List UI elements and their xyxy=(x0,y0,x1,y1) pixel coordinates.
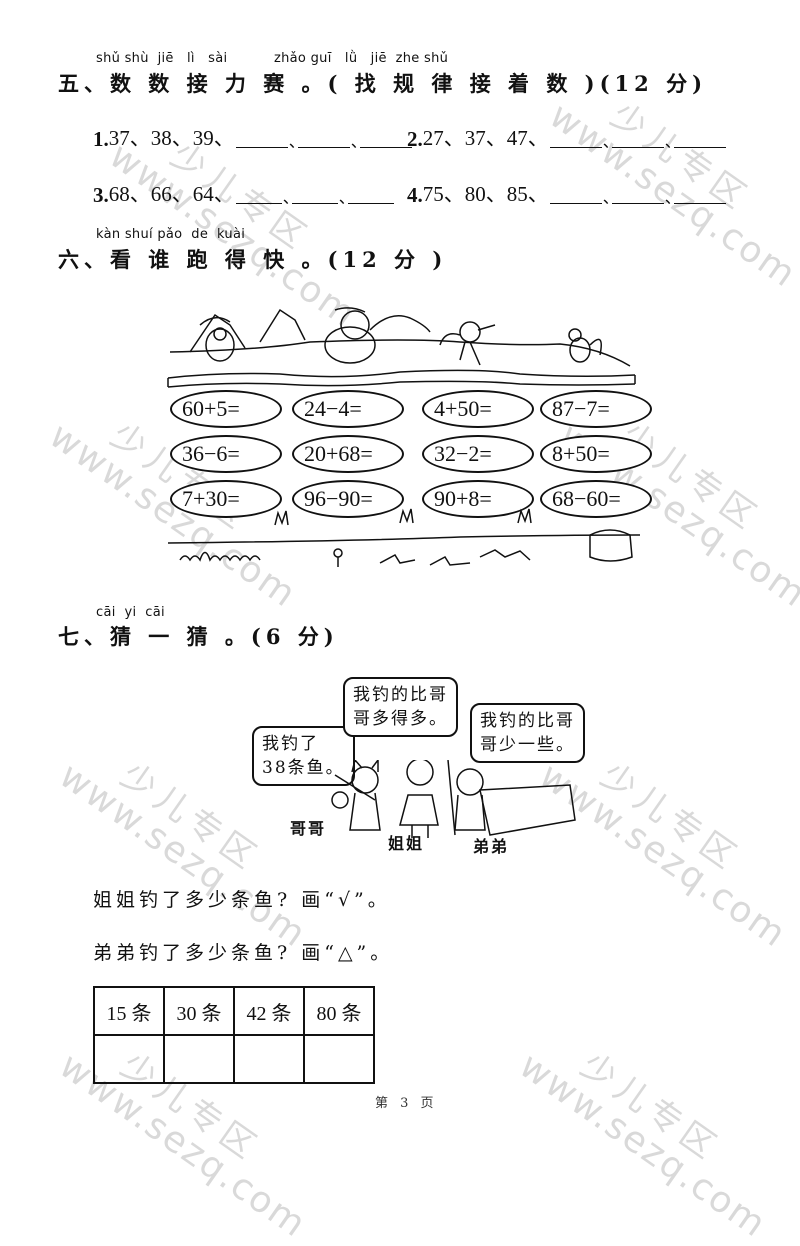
answer-cell[interactable] xyxy=(163,1034,235,1084)
equation-oval[interactable]: 8+50= xyxy=(540,435,652,473)
section7-heading: 七、猜 一 猜 。(6 分) xyxy=(58,624,339,649)
option-cell: 30 条 xyxy=(163,986,235,1036)
equation-oval[interactable]: 60+5= xyxy=(170,390,282,428)
question-jiejie: 姐姐钓了多少条鱼? 画“√”。 xyxy=(93,889,391,911)
section6-pinyin: kàn shuí pǎo de kuài xyxy=(96,227,246,242)
equation-oval[interactable]: 20+68= xyxy=(292,435,404,473)
answer-cell[interactable] xyxy=(233,1034,305,1084)
answer-cell[interactable] xyxy=(303,1034,375,1084)
section7-pinyin: cāi yi cāi xyxy=(96,605,165,620)
equation-oval[interactable]: 90+8= xyxy=(422,480,534,518)
answer-blank[interactable] xyxy=(297,146,350,148)
section5-heading: 五、数 数 接 力 赛 。( 找 规 律 接 着 数 )(12 分) xyxy=(58,71,708,96)
table-row-options: 15 条 30 条 42 条 80 条 xyxy=(93,986,375,1036)
sequence-problem-2: 2.27、37、47、 、 、 xyxy=(407,122,727,152)
answer-blank[interactable] xyxy=(611,202,664,204)
section6-heading: 六、看 谁 跑 得 快 。(12 分 ) xyxy=(58,247,448,272)
answer-table: 15 条 30 条 42 条 80 条 xyxy=(93,986,375,1084)
answer-blank[interactable] xyxy=(549,202,602,204)
sequence-problem-3: 3.68、66、64、 、 、 xyxy=(93,178,395,208)
answer-blank[interactable] xyxy=(235,202,282,204)
option-cell: 15 条 xyxy=(93,986,165,1036)
label-jiejie: 姐姐 xyxy=(388,834,425,853)
equation-oval[interactable]: 96−90= xyxy=(292,480,404,518)
answer-blank[interactable] xyxy=(235,146,288,148)
label-didi: 弟弟 xyxy=(473,837,510,856)
answer-blank[interactable] xyxy=(611,146,664,148)
label-gege: 哥哥 xyxy=(290,819,327,838)
equation-oval[interactable]: 7+30= xyxy=(170,480,282,518)
speech-bubble-jiejie: 我钓的比哥 哥多得多。 xyxy=(343,677,458,737)
equation-oval[interactable]: 4+50= xyxy=(422,390,534,428)
section5-pinyin-left: shǔ shù jiē lì sài xyxy=(96,51,228,66)
sequence-problem-4: 4.75、80、85、 、 、 xyxy=(407,178,727,208)
answer-blank[interactable] xyxy=(359,146,412,148)
fishing-cats-illustration xyxy=(331,760,576,838)
equation-oval[interactable]: 36−6= xyxy=(170,435,282,473)
answer-cell[interactable] xyxy=(93,1034,165,1084)
section5-pinyin-right: zhǎo guī lǜ jiē zhe shǔ xyxy=(274,51,449,66)
page-number: 第 3 页 xyxy=(375,1096,438,1111)
grass-ground-illustration xyxy=(167,508,641,567)
sequence-problem-1: 1.37、38、39、 、 、 xyxy=(93,122,413,152)
question-didi: 弟弟钓了多少条鱼? 画“△”。 xyxy=(93,942,394,964)
option-cell: 42 条 xyxy=(233,986,305,1036)
answer-blank[interactable] xyxy=(673,146,726,148)
answer-blank[interactable] xyxy=(347,202,394,204)
equation-oval[interactable]: 32−2= xyxy=(422,435,534,473)
answer-blank[interactable] xyxy=(291,202,338,204)
speech-bubble-didi: 我钓的比哥 哥少一些。 xyxy=(470,703,585,763)
race-scene-illustration xyxy=(167,307,636,388)
equation-oval[interactable]: 24−4= xyxy=(292,390,404,428)
equation-oval[interactable]: 87−7= xyxy=(540,390,652,428)
answer-blank[interactable] xyxy=(673,202,726,204)
equation-oval[interactable]: 68−60= xyxy=(540,480,652,518)
answer-blank[interactable] xyxy=(549,146,602,148)
option-cell: 80 条 xyxy=(303,986,375,1036)
table-row-answers xyxy=(93,1034,375,1084)
